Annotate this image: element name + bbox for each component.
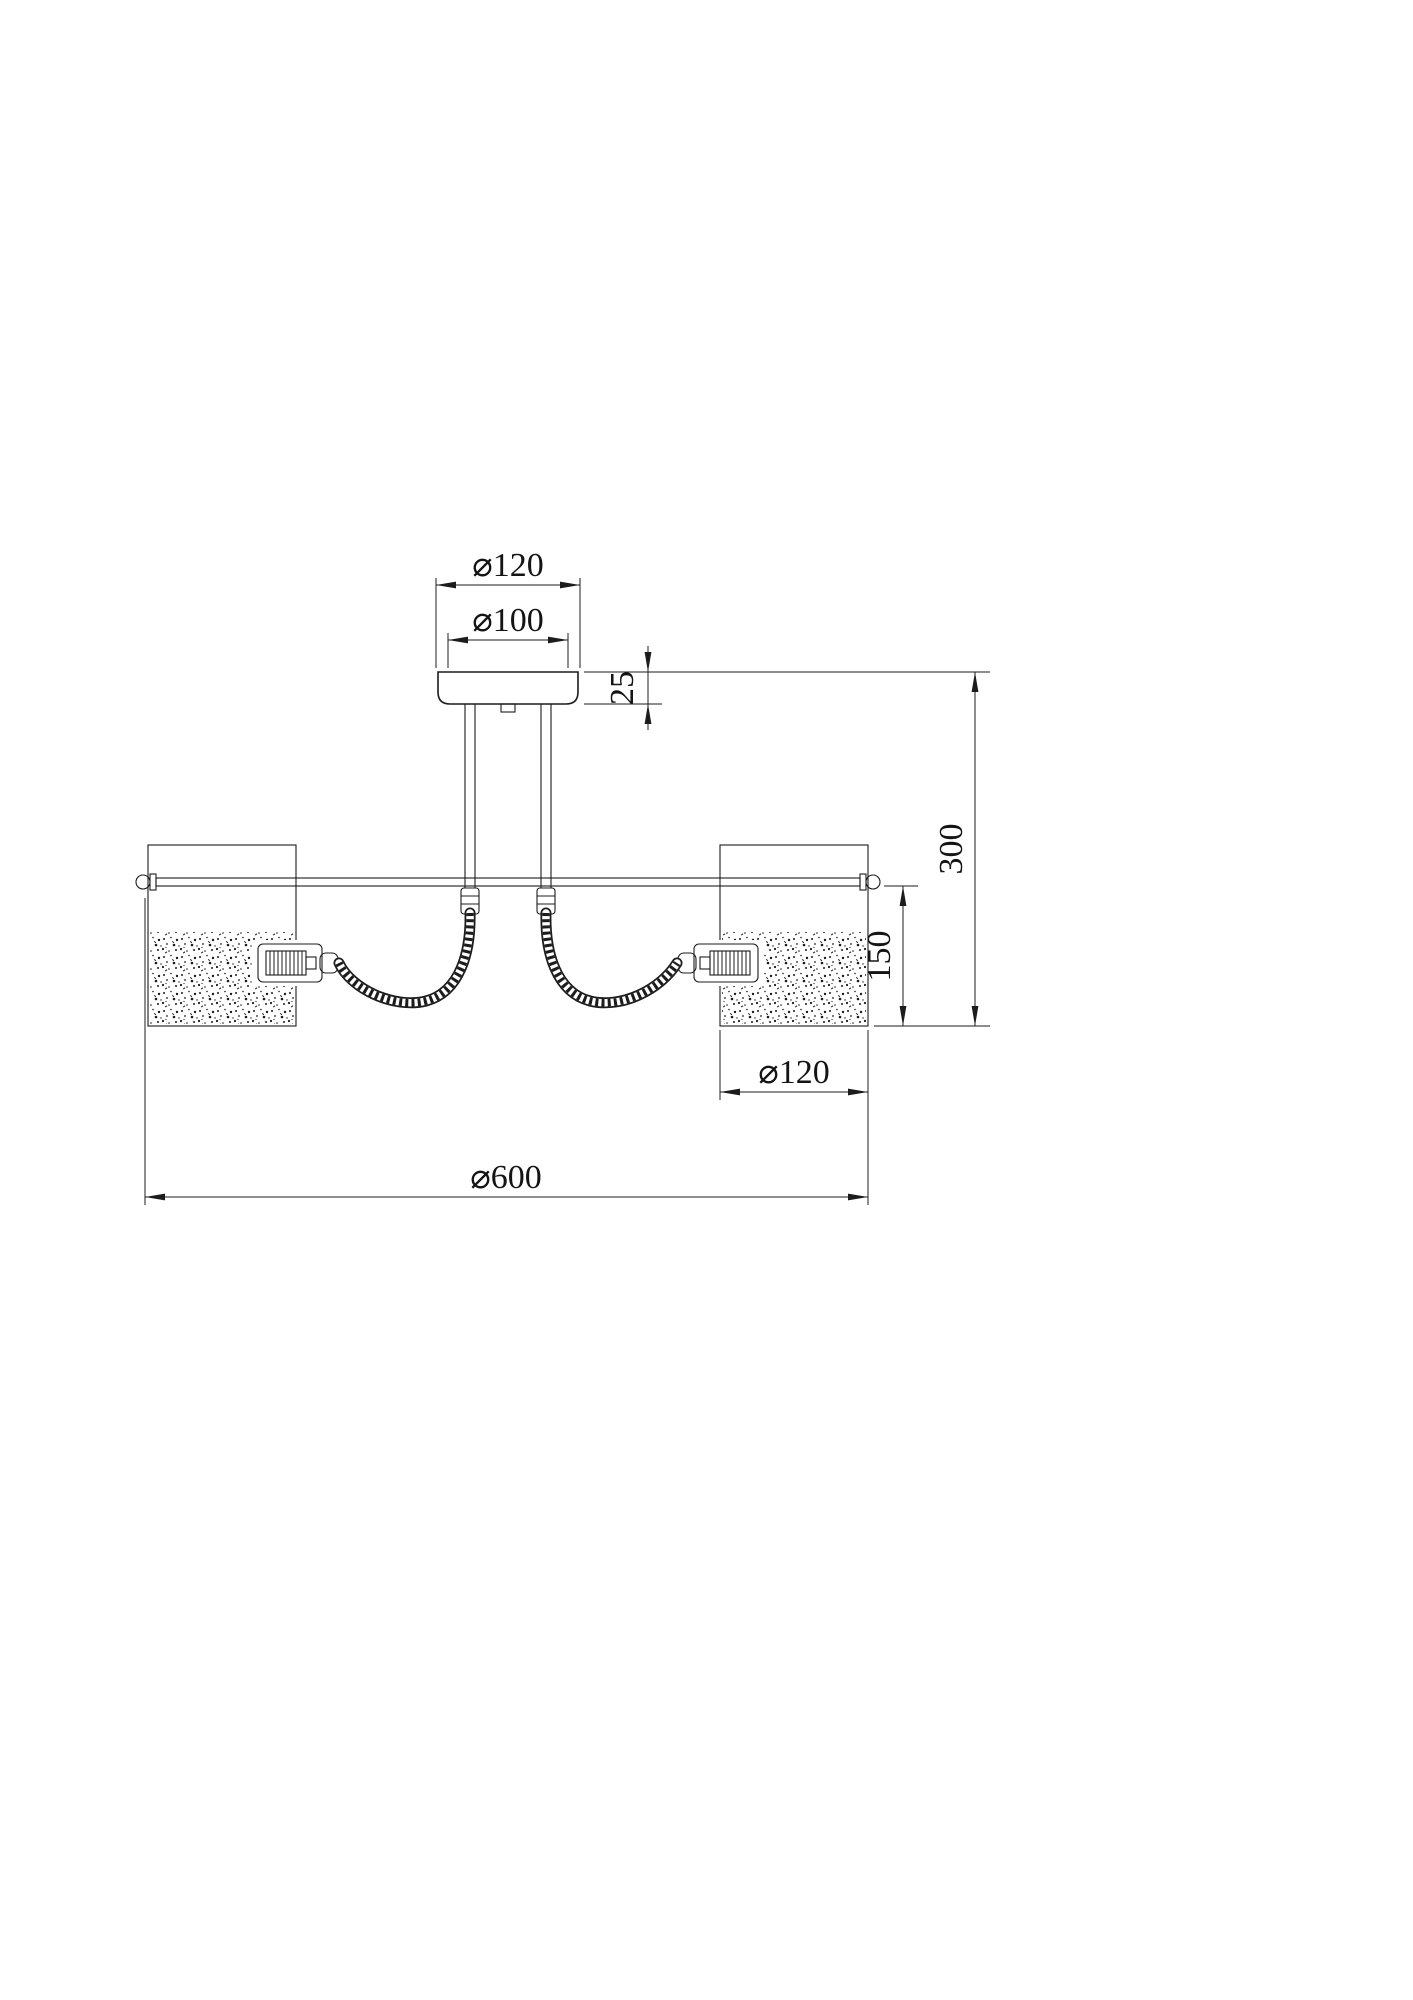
socket-left (252, 940, 346, 986)
ceiling-canopy (437, 671, 579, 713)
finial-left (135, 873, 157, 891)
socket-right (670, 940, 764, 986)
shade-left (147, 844, 297, 1027)
stem-right (536, 704, 556, 915)
dim-canopy-inner-diameter: ⌀100 (447, 602, 569, 668)
stem-left (460, 704, 480, 915)
finial-right (859, 873, 881, 891)
dim-label-shade-drop: 150 (861, 931, 898, 982)
dim-label-overall-width: ⌀600 (470, 1159, 541, 1196)
dim-label-canopy-inner: ⌀100 (472, 602, 543, 639)
dim-label-shade-diameter: ⌀120 (758, 1054, 829, 1091)
cord-right (540, 907, 683, 1009)
dim-overall-width: ⌀600 (144, 898, 868, 1205)
shade-right (719, 844, 869, 1027)
dim-shade-drop: 150 (861, 885, 918, 1026)
cord-left (333, 907, 476, 1009)
dim-label-overall-height: 300 (933, 824, 970, 875)
cross-bar (135, 873, 881, 891)
dim-shade-diameter: ⌀120 (719, 1030, 869, 1205)
dim-label-canopy-outer: ⌀120 (472, 547, 543, 584)
dim-overall-height: 300 (874, 672, 990, 1027)
dim-canopy-outer-diameter: ⌀120 (435, 547, 581, 668)
canopy-center-connector (500, 703, 516, 713)
socket-left-thread (265, 950, 307, 976)
socket-right-thread (709, 950, 751, 976)
dim-canopy-height: 25 (584, 646, 990, 730)
dim-label-canopy-height: 25 (604, 671, 641, 705)
